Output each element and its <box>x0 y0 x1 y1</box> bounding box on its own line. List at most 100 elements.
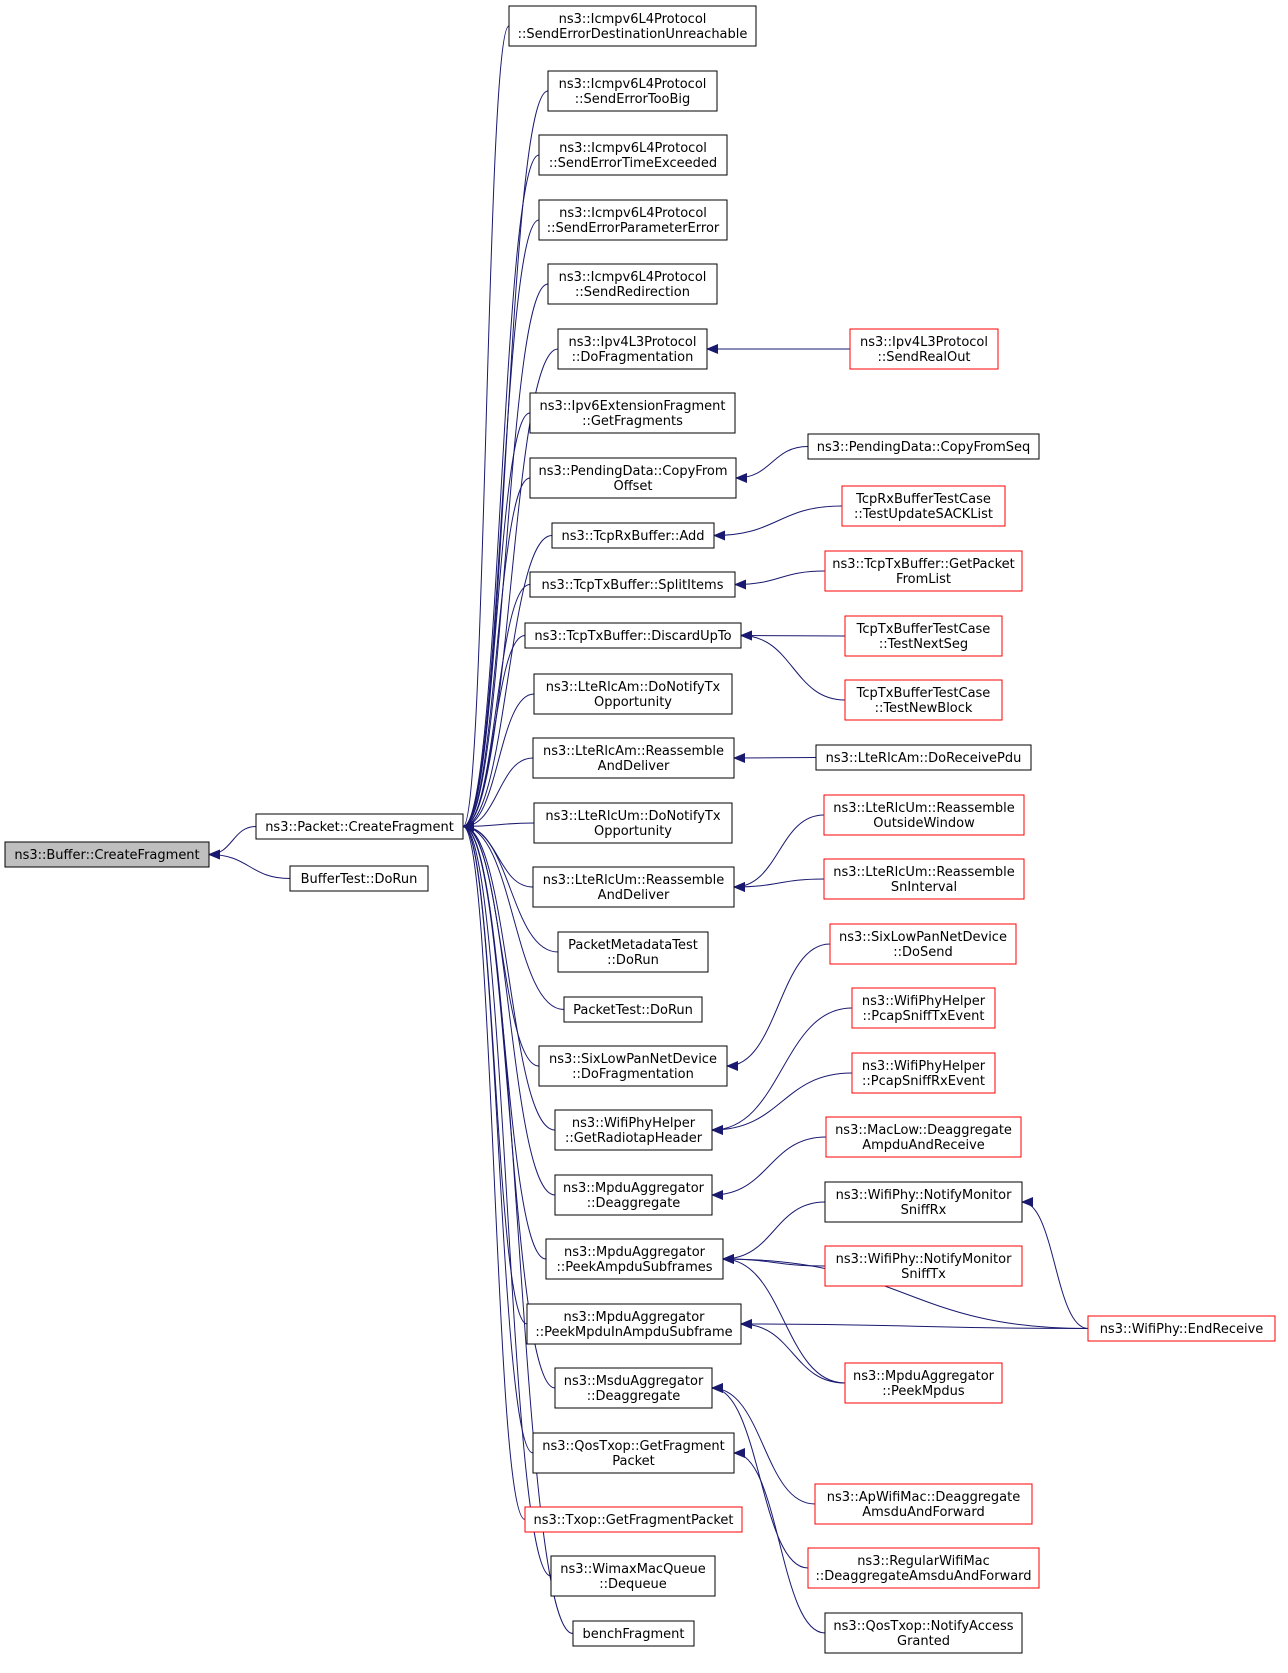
node-box <box>844 1362 1003 1404</box>
node-c21[interactable]: ns3::MpduAggregator::PeekMpduInAmpduSubf… <box>526 1303 742 1345</box>
node-root[interactable]: ns3::Buffer::CreateFragment <box>4 841 210 868</box>
node-label-line: TcpTxBufferTestCase <box>856 622 991 637</box>
node-n1[interactable]: ns3::Packet::CreateFragment <box>255 813 464 840</box>
edge-d3-to-c9 <box>734 570 826 590</box>
node-label-line: ns3::Icmpv6L4Protocol <box>559 12 707 27</box>
node-c0[interactable]: ns3::Icmpv6L4Protocol::SendErrorDestinat… <box>508 5 757 47</box>
node-c19[interactable]: ns3::MpduAggregator::Deaggregate <box>554 1174 713 1216</box>
node-c25[interactable]: ns3::WimaxMacQueue::Dequeue <box>550 1555 716 1597</box>
node-c18[interactable]: ns3::WifiPhyHelper::GetRadiotapHeader <box>554 1109 713 1151</box>
node-d1[interactable]: ns3::PendingData::CopyFromSeq <box>807 433 1040 460</box>
node-label-line: ::SendErrorTooBig <box>575 92 691 107</box>
node-box <box>554 1174 713 1216</box>
node-c22[interactable]: ns3::MsduAggregator::Deaggregate <box>554 1367 713 1409</box>
edge-d5-to-c10 <box>740 630 846 701</box>
node-label-line: Granted <box>897 1634 950 1649</box>
node-label-line: PacketTest::DoRun <box>573 1003 693 1018</box>
node-label-line: ns3::WifiPhy::EndReceive <box>1100 1322 1264 1337</box>
node-label-line: ns3::Icmpv6L4Protocol <box>559 141 707 156</box>
node-d15[interactable]: ns3::MpduAggregator::PeekMpdus <box>844 1362 1003 1404</box>
node-c16[interactable]: PacketTest::DoRun <box>563 996 703 1023</box>
node-label-line: ::GetFragments <box>582 414 683 429</box>
node-n2[interactable]: BufferTest::DoRun <box>289 865 429 892</box>
node-d16[interactable]: ns3::ApWifiMac::DeaggregateAmsduAndForwa… <box>814 1483 1033 1525</box>
node-d2[interactable]: TcpRxBufferTestCase::TestUpdateSACKList <box>841 485 1006 527</box>
node-d6[interactable]: ns3::LteRlcAm::DoReceivePdu <box>815 744 1032 771</box>
node-c26[interactable]: benchFragment <box>572 1620 695 1647</box>
node-box <box>538 199 728 241</box>
node-c5[interactable]: ns3::Ipv4L3Protocol::DoFragmentation <box>557 328 708 370</box>
node-label-line: ns3::LteRlcUm::DoNotifyTx <box>545 809 720 824</box>
node-label-line: AndDeliver <box>598 888 670 903</box>
node-label-line: ns3::MpduAggregator <box>563 1310 705 1325</box>
node-box <box>526 1303 742 1345</box>
node-d9[interactable]: ns3::SixLowPanNetDevice::DoSend <box>829 923 1017 965</box>
node-label-line: ns3::Icmpv6L4Protocol <box>559 77 707 92</box>
node-e0[interactable]: ns3::WifiPhy::EndReceive <box>1087 1315 1276 1342</box>
node-d0[interactable]: ns3::Ipv4L3Protocol::SendRealOut <box>849 328 999 370</box>
node-label-line: ::SendErrorDestinationUnreachable <box>518 27 748 42</box>
edge-e0-to-c20 <box>722 1254 1089 1329</box>
edge-c19-to-n1 <box>462 821 556 1196</box>
node-box <box>825 1116 1022 1158</box>
node-label-line: PacketMetadataTest <box>568 938 698 953</box>
edge-d6-to-c12 <box>733 752 817 763</box>
node-box <box>807 433 1040 460</box>
node-box <box>524 1506 743 1533</box>
node-label-line: ::SendRealOut <box>877 350 970 365</box>
node-label-line: ns3::Icmpv6L4Protocol <box>559 270 707 285</box>
node-d4[interactable]: TcpTxBufferTestCase::TestNextSeg <box>844 615 1003 657</box>
node-label-line: ns3::WifiPhy::NotifyMonitor <box>836 1188 1012 1203</box>
node-box <box>533 802 733 844</box>
node-box <box>557 931 709 973</box>
node-box <box>533 673 733 715</box>
node-d17[interactable]: ns3::RegularWifiMac::DeaggregateAmsduAnd… <box>807 1547 1040 1589</box>
node-d10[interactable]: ns3::WifiPhyHelper::PcapSniffTxEvent <box>851 987 996 1029</box>
node-box <box>538 1045 728 1087</box>
node-label-line: ns3::LteRlcUm::Reassemble <box>833 865 1015 880</box>
node-c23[interactable]: ns3::QosTxop::GetFragmentPacket <box>532 1432 735 1474</box>
node-c20[interactable]: ns3::MpduAggregator::PeekAmpduSubframes <box>545 1238 724 1280</box>
node-label-line: ns3::TcpRxBuffer::Add <box>561 529 704 544</box>
node-label-line: ns3::WifiPhyHelper <box>572 1116 696 1131</box>
node-d5[interactable]: TcpTxBufferTestCase::TestNewBlock <box>844 679 1003 721</box>
node-c4[interactable]: ns3::Icmpv6L4Protocol::SendRedirection <box>547 263 718 305</box>
node-c9[interactable]: ns3::TcpTxBuffer::SplitItems <box>529 571 736 598</box>
node-label-line: ns3::Ipv4L3Protocol <box>569 335 697 350</box>
node-label-line: ::DoFragmentation <box>572 1067 694 1082</box>
node-d11[interactable]: ns3::WifiPhyHelper::PcapSniffRxEvent <box>851 1052 996 1094</box>
node-c10[interactable]: ns3::TcpTxBuffer::DiscardUpTo <box>524 622 742 649</box>
node-c2[interactable]: ns3::Icmpv6L4Protocol::SendErrorTimeExce… <box>538 134 728 176</box>
node-label-line: ::SendRedirection <box>575 285 690 300</box>
edge-d18-to-c23 <box>733 1448 826 1634</box>
node-c8[interactable]: ns3::TcpRxBuffer::Add <box>551 522 715 549</box>
node-box <box>841 485 1006 527</box>
node-c3[interactable]: ns3::Icmpv6L4Protocol::SendErrorParamete… <box>538 199 728 241</box>
node-box <box>524 622 742 649</box>
node-label-line: ns3::PendingData::CopyFrom <box>539 464 728 479</box>
node-c15[interactable]: PacketMetadataTest::DoRun <box>557 931 709 973</box>
node-c17[interactable]: ns3::SixLowPanNetDevice::DoFragmentation <box>538 1045 728 1087</box>
node-c1[interactable]: ns3::Icmpv6L4Protocol::SendErrorTooBig <box>547 70 718 112</box>
node-box <box>4 841 210 868</box>
node-c24[interactable]: ns3::Txop::GetFragmentPacket <box>524 1506 743 1533</box>
node-box <box>545 1238 724 1280</box>
edge-c10-to-n1 <box>462 635 526 832</box>
node-c6[interactable]: ns3::Ipv6ExtensionFragment::GetFragments <box>529 392 736 434</box>
node-box <box>289 865 429 892</box>
node-box <box>815 744 1032 771</box>
node-box <box>572 1620 695 1647</box>
node-box <box>554 1367 713 1409</box>
